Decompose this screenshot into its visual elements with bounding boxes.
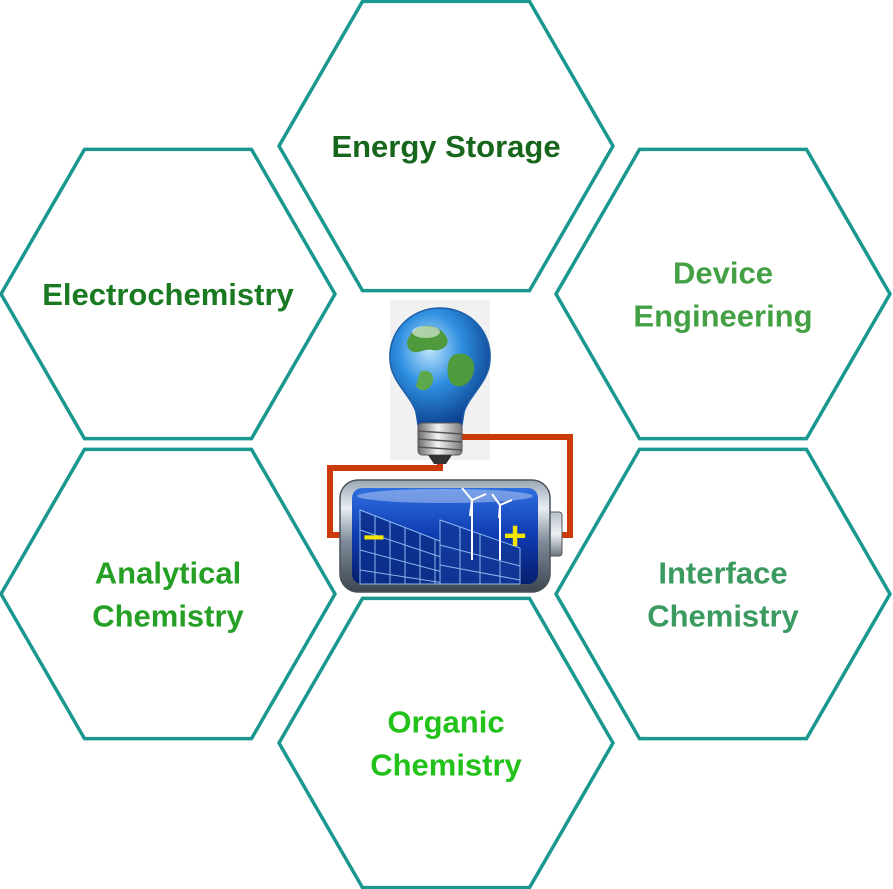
label-device-engineering-line-2: Engineering (633, 299, 812, 334)
label-analytical-chemistry-line-2: Chemistry (92, 599, 244, 634)
hexagon-electrochemistry (0, 147, 338, 441)
hexagon-analytical-chemistry (0, 447, 338, 741)
earth-lightbulb-icon (389, 307, 491, 464)
label-energy-storage-line-1: Energy Storage (331, 129, 560, 164)
wind-turbine-icon (461, 487, 513, 560)
label-interface-chemistry-line-2: Chemistry (647, 599, 799, 634)
label-electrochemistry-line-1: Electrochemistry (42, 277, 294, 312)
label-organic-chemistry-line-2: Chemistry (370, 748, 522, 783)
label-device-engineering-line-1: Device (673, 256, 773, 291)
center-illustration: − + (327, 300, 573, 593)
hexagon-energy-storage (276, 0, 616, 293)
battery-positive-symbol: + (503, 514, 526, 558)
solar-battery-icon: − + (339, 479, 563, 593)
hexagon-organic-chemistry (276, 596, 616, 889)
label-analytical-chemistry-line-1: Analytical (95, 556, 241, 591)
battery-negative-symbol: − (363, 517, 385, 559)
negative-wire (327, 460, 443, 538)
label-organic-chemistry-line-1: Organic (387, 705, 504, 740)
hexagon-interface-chemistry (553, 447, 893, 741)
label-interface-chemistry-line-1: Interface (658, 556, 787, 591)
hexagon-device-engineering (553, 147, 893, 441)
